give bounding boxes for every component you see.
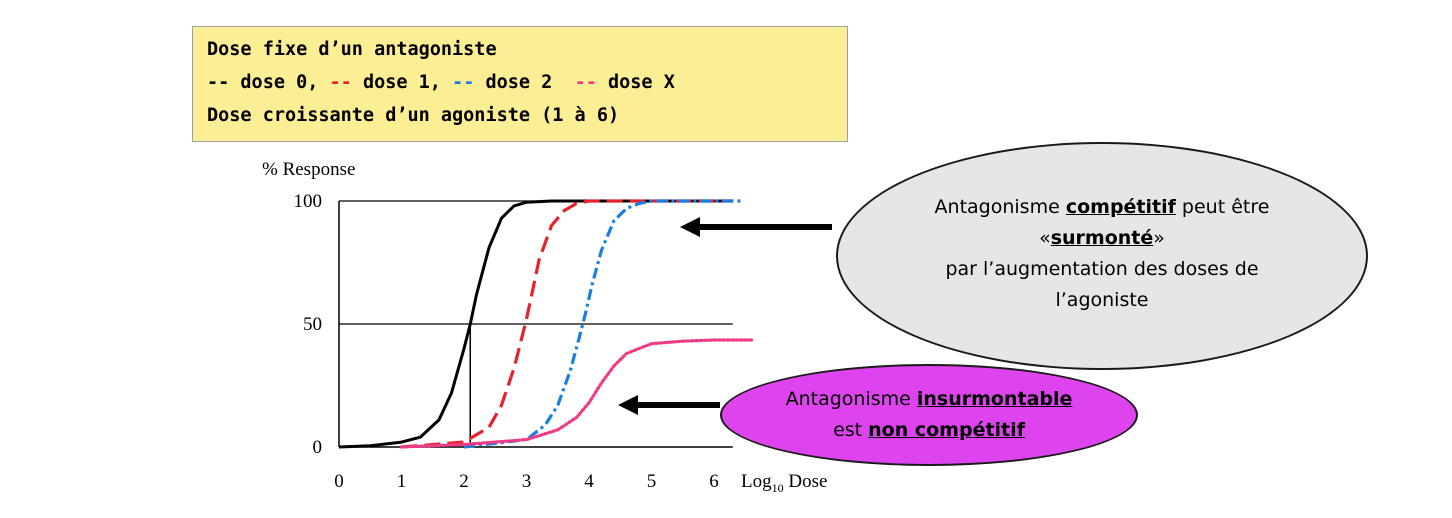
competitive-line-1-post: peut être xyxy=(1175,196,1270,218)
legend-box: Dose fixe d’un antagoniste -- dose 0, --… xyxy=(192,26,848,142)
competitive-line-2-post: » xyxy=(1153,227,1165,249)
legend-agonist-line: Dose croissante d’un agoniste (1 à 6) xyxy=(207,105,620,126)
legend-dash-dose-2: -- xyxy=(452,72,475,93)
x-axis-label: Log10 Dose xyxy=(741,471,827,495)
x-axis-label-dose: Dose xyxy=(784,471,828,492)
tick-labels: 0 1 2 3 4 5 6 0 50 100 xyxy=(294,191,719,492)
legend-series-row: -- dose 0, -- dose 1, -- dose 2 -- dose … xyxy=(207,66,847,99)
legend-label-dose-1: dose 1, xyxy=(351,72,441,93)
series-group xyxy=(338,199,754,449)
noncompetitive-line-1-pre: Antagonisme xyxy=(785,388,917,410)
competitive-line-1: Antagonisme compétitif peut être xyxy=(935,192,1270,223)
competitive-line-3: par l’augmentation des doses de xyxy=(945,258,1259,280)
noncompetitive-antagonism-bubble: Antagonisme insurmontable est non compét… xyxy=(720,364,1138,466)
series-line-dose-X xyxy=(399,338,754,449)
x-tick-2: 2 xyxy=(459,471,469,492)
legend-dash-dose-x: -- xyxy=(574,72,597,93)
competitive-keyword: compétitif xyxy=(1065,196,1176,218)
legend-title: Dose fixe d’un antagoniste xyxy=(207,39,497,60)
non-competitif-keyword: non compétitif xyxy=(868,419,1025,441)
arrow-noncompetitive xyxy=(618,395,720,415)
x-tick-4: 4 xyxy=(584,471,594,492)
legend-label-dose-x: dose X xyxy=(596,72,675,93)
legend-label-dose-0: dose 0, xyxy=(229,72,319,93)
series-line-dose-2 xyxy=(463,199,743,449)
series-line-dose-1 xyxy=(401,199,733,449)
insurmontable-keyword: insurmontable xyxy=(916,388,1073,410)
x-axis-label-log: Log xyxy=(741,471,772,492)
competitive-line-2: «surmonté» xyxy=(1039,223,1165,254)
legend-dash-dose-0: -- xyxy=(207,72,230,93)
x-tick-1: 1 xyxy=(397,471,407,492)
grid-group xyxy=(339,200,733,325)
legend-label-dose-2: dose 2 xyxy=(474,72,553,93)
competitive-line-2-pre: « xyxy=(1039,227,1051,249)
y-tick-0: 0 xyxy=(313,437,323,458)
legend-dash-dose-1: -- xyxy=(329,72,352,93)
x-tick-0: 0 xyxy=(334,471,344,492)
competitive-line-4: l’agoniste xyxy=(1055,289,1149,311)
noncompetitive-line-2-pre: est xyxy=(833,419,869,441)
y-tick-100: 100 xyxy=(294,191,323,212)
x-axis-label-subscript: 10 xyxy=(772,481,784,495)
competitive-line-1-pre: Antagonisme xyxy=(934,196,1066,218)
competitive-antagonism-bubble: Antagonisme compétitif peut être «surmon… xyxy=(836,142,1368,370)
noncompetitive-line-2: est non compétitif xyxy=(833,415,1025,446)
y-tick-50: 50 xyxy=(303,314,322,335)
noncompetitive-line-1: Antagonisme insurmontable xyxy=(786,384,1073,415)
x-tick-5: 5 xyxy=(647,471,657,492)
surmonte-keyword: surmonté xyxy=(1050,227,1154,249)
x-tick-6: 6 xyxy=(709,471,719,492)
y-axis-label: % Response xyxy=(262,159,355,180)
x-tick-3: 3 xyxy=(522,471,532,492)
arrow-competitive xyxy=(680,217,832,237)
